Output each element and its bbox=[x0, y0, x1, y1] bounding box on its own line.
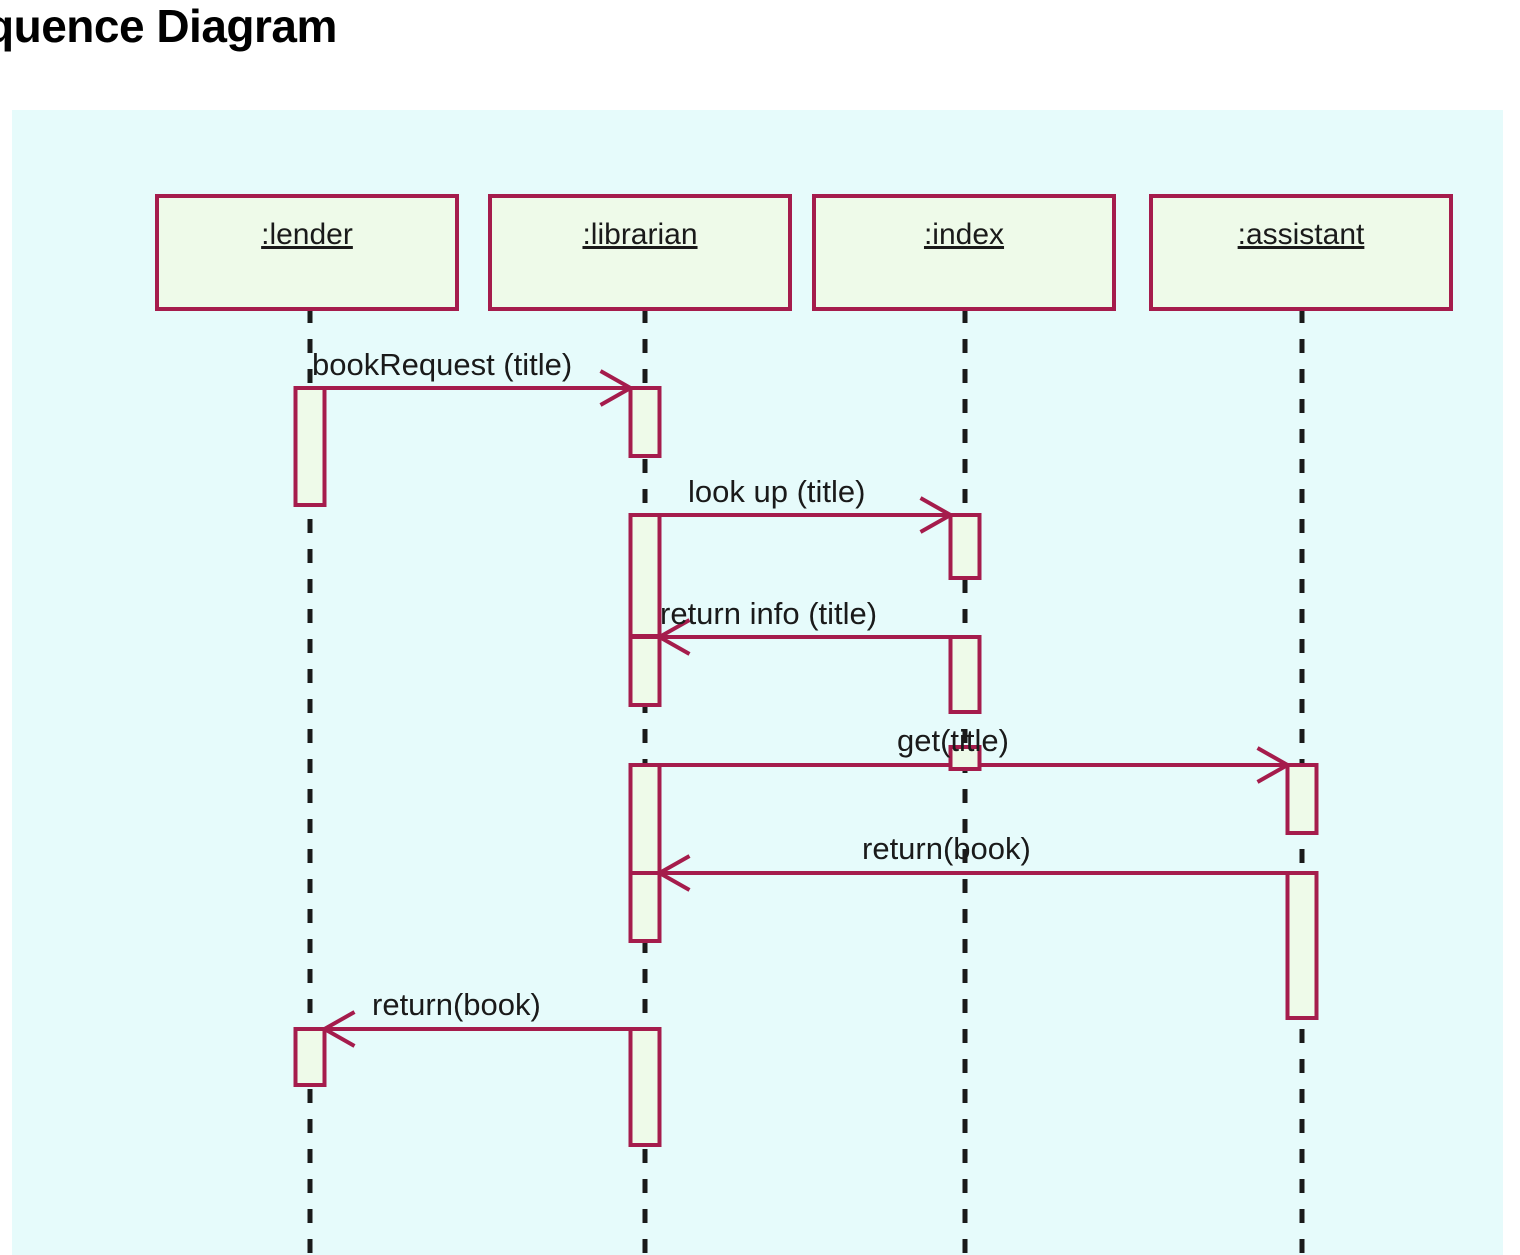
activation-bar-index-4[interactable] bbox=[948, 635, 982, 714]
message-label-m4: get(title) bbox=[897, 723, 1009, 758]
participant-box-lender[interactable] bbox=[155, 194, 459, 311]
activation-bar-lender-11[interactable] bbox=[293, 1027, 327, 1087]
activation-bar-assistant-9[interactable] bbox=[1285, 871, 1319, 1020]
participant-box-index[interactable] bbox=[812, 194, 1116, 311]
activation-bar-librarian-2[interactable] bbox=[628, 513, 662, 638]
activation-bar-librarian-12[interactable] bbox=[628, 1027, 662, 1147]
activation-group bbox=[293, 386, 1319, 1147]
participant-box-librarian[interactable] bbox=[488, 194, 792, 311]
sequence-diagram: :lender :librarian :index :assistant bookRe… bbox=[155, 194, 1453, 1255]
message-label-m3: return info (title) bbox=[660, 596, 877, 631]
activation-bar-index-6[interactable] bbox=[948, 745, 982, 771]
diagram-canvas: :lender :librarian :index :assistant bookRe… bbox=[12, 110, 1503, 1255]
message-group bbox=[295, 369, 1317, 1048]
participant-label-librarian: :librarian bbox=[582, 218, 697, 251]
message-label-m6: return(book) bbox=[372, 987, 541, 1022]
message-label-m1: bookRequest (title) bbox=[312, 347, 572, 382]
lifeline-group bbox=[307, 309, 1305, 1255]
participant-label-assistant: :assistant bbox=[1238, 218, 1365, 251]
activation-bar-librarian-7[interactable] bbox=[628, 763, 662, 888]
activation-bar-librarian-5[interactable] bbox=[628, 635, 662, 707]
activation-bar-index-3[interactable] bbox=[948, 513, 982, 580]
message-label-m5: return(book) bbox=[862, 831, 1031, 866]
activation-bar-librarian-10[interactable] bbox=[628, 871, 662, 943]
participant-label-lender: :lender bbox=[261, 218, 353, 251]
message-label-group: bookRequest (title) look up (title) return… bbox=[312, 347, 1031, 1022]
participant-box-assistant[interactable] bbox=[1149, 194, 1453, 311]
participant-group: :lender :librarian :index :assistant bbox=[155, 194, 1453, 311]
page-title: quence Diagram bbox=[0, 0, 337, 52]
participant-label-index: :index bbox=[924, 218, 1004, 251]
activation-bar-assistant-8[interactable] bbox=[1285, 763, 1319, 835]
activation-bar-librarian-1[interactable] bbox=[628, 386, 662, 458]
activation-bar-lender-0[interactable] bbox=[293, 386, 327, 507]
message-label-m2: look up (title) bbox=[688, 474, 865, 509]
